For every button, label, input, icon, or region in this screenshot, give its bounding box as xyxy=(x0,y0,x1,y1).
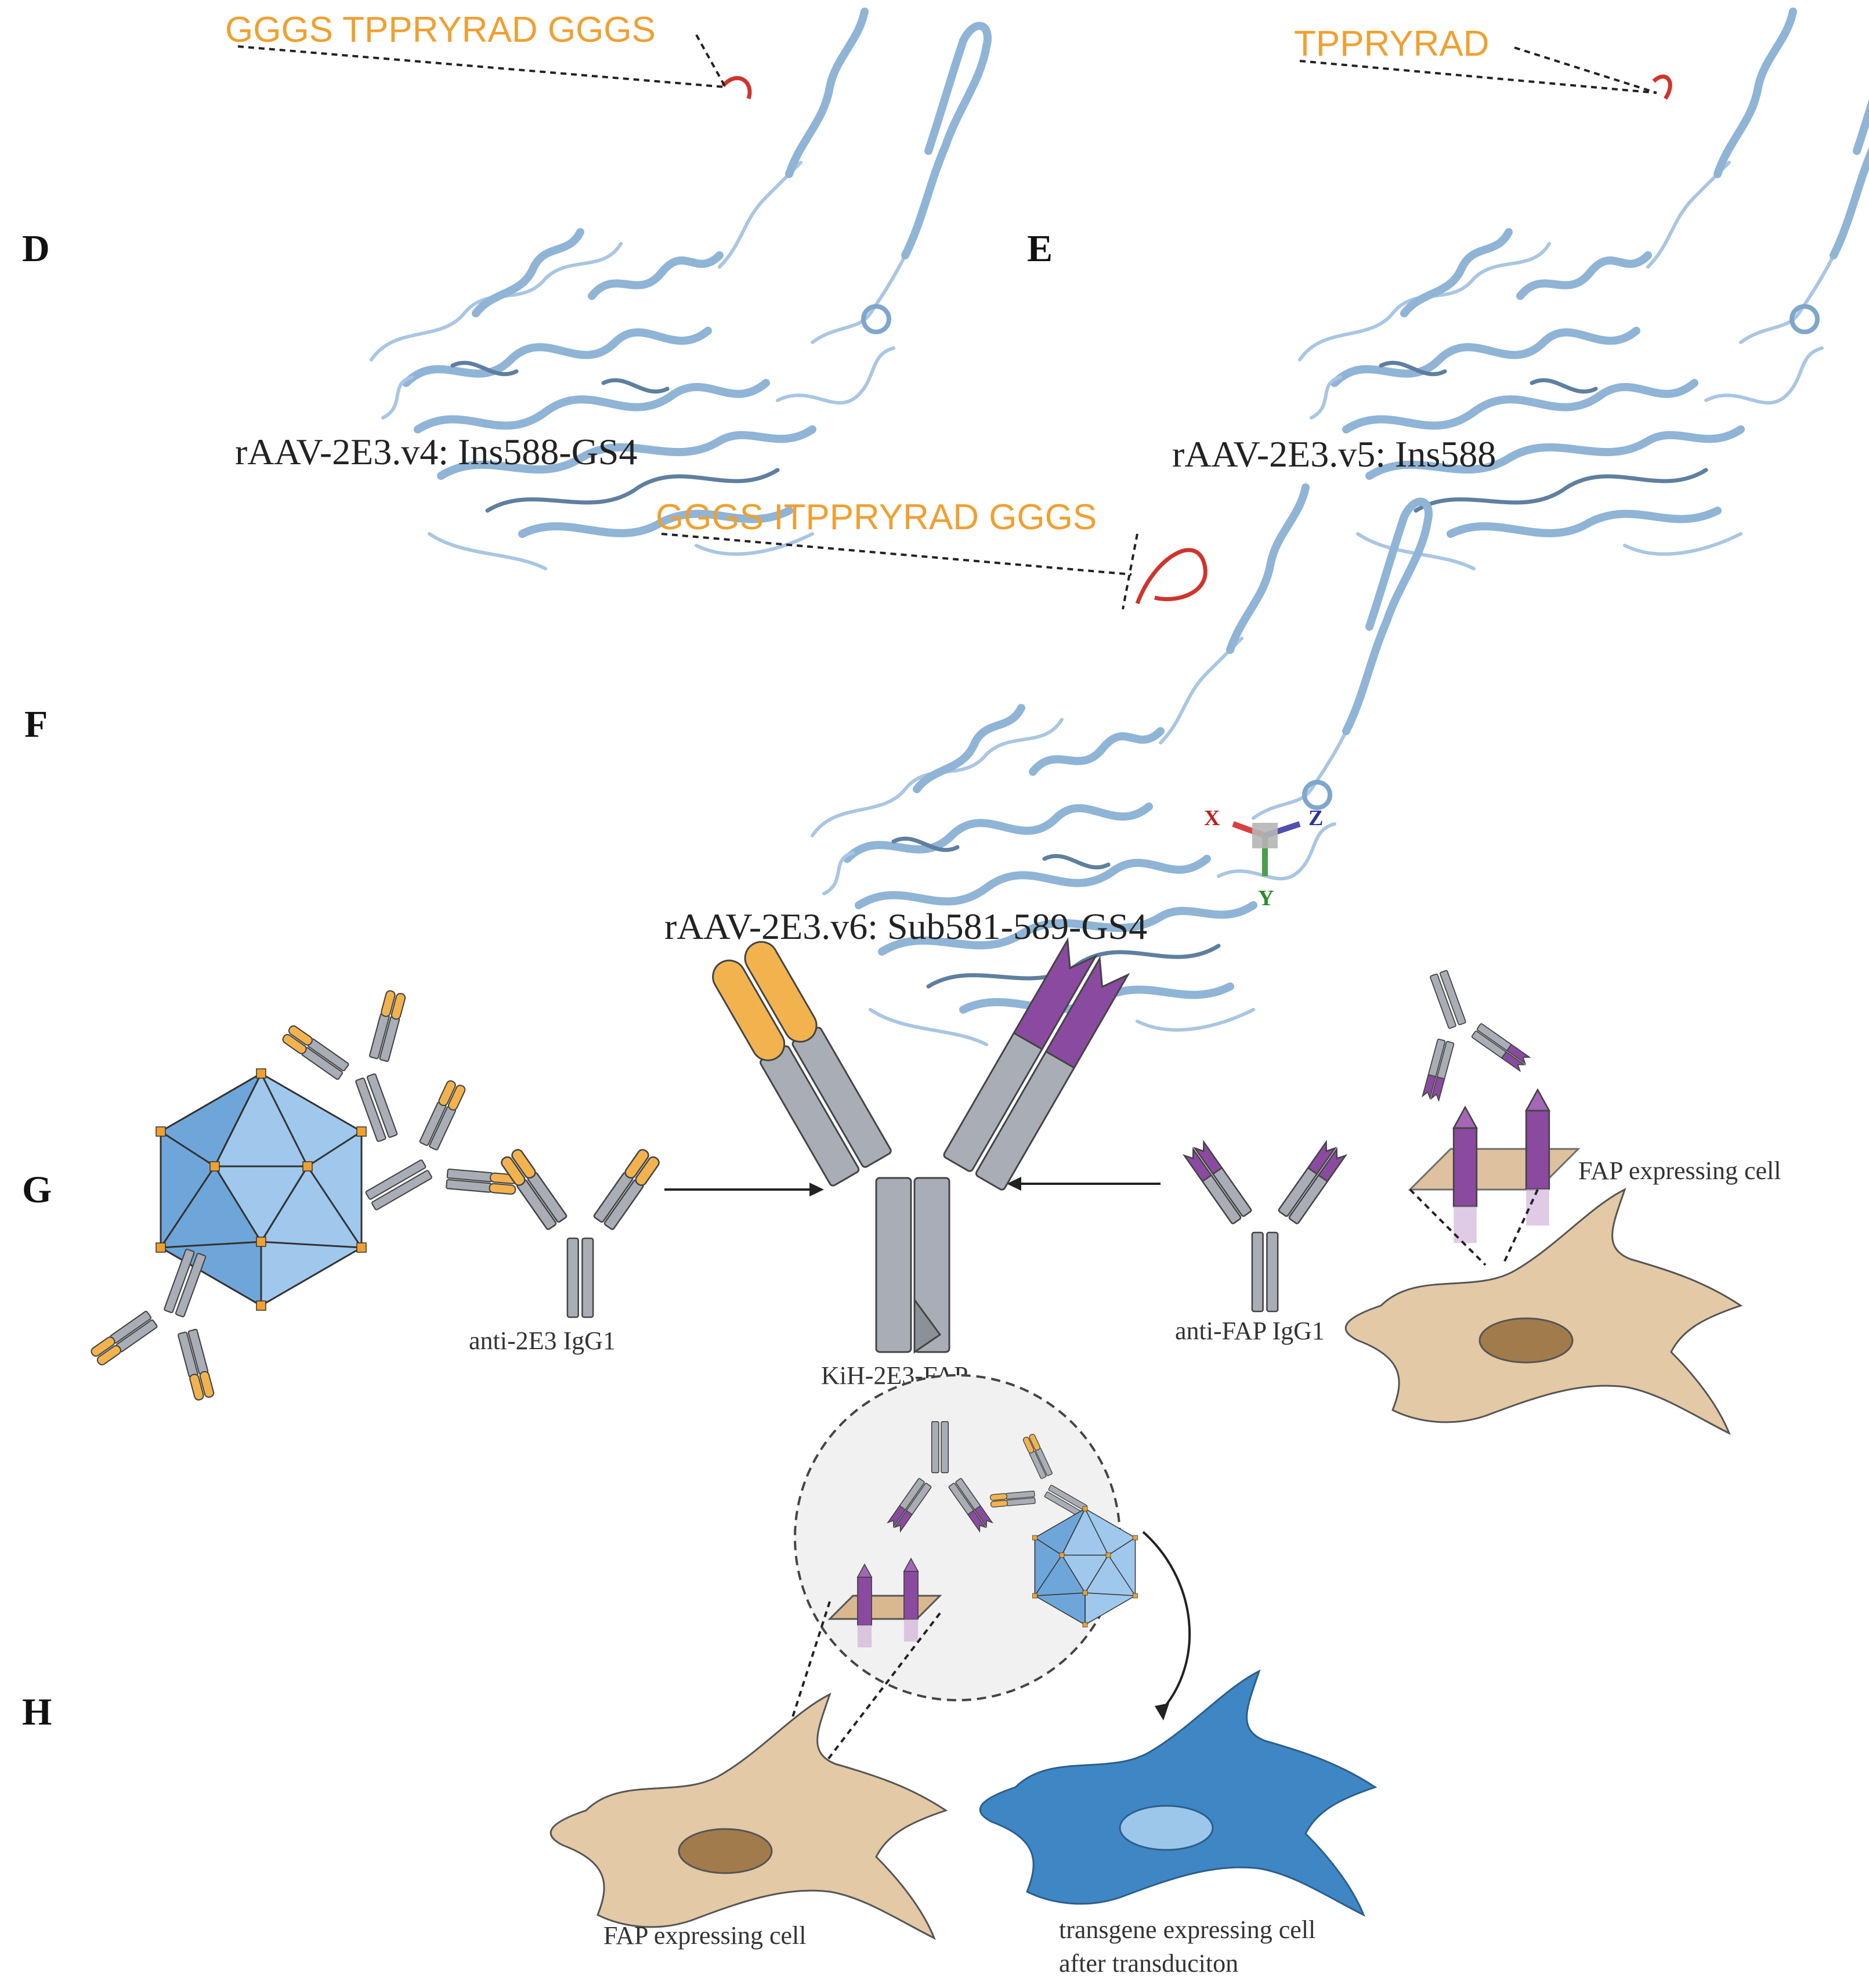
arrow-head xyxy=(809,1183,824,1197)
construct-caption: rAAV-2E3.v6: Sub581-589-GS4 xyxy=(664,906,1147,947)
insert-loop xyxy=(1135,548,1208,605)
leader-line xyxy=(1122,533,1138,610)
zoom-line xyxy=(805,1612,941,1788)
fap-receptor-icon xyxy=(903,1558,919,1642)
fap-receptor-icon xyxy=(1525,1089,1550,1227)
insert-loop xyxy=(721,76,752,100)
axis-y-label: Y xyxy=(1258,886,1274,910)
construct-caption: rAAV-2E3.v4: Ins588-GS4 xyxy=(235,431,637,472)
leader-line xyxy=(1514,46,1657,94)
bispecific-antibody-icon xyxy=(712,937,1130,1354)
panel-letter-f: F xyxy=(24,703,48,746)
zoom-line xyxy=(1409,1188,1487,1266)
fap-receptor-icon xyxy=(1452,1106,1478,1244)
anti-2e3-label: anti-2E3 IgG1 xyxy=(469,1326,616,1355)
protein-ribbon-icon xyxy=(371,12,988,569)
leader-line xyxy=(695,34,726,88)
fap-cell-label: FAP expressing cell xyxy=(603,1921,807,1950)
cell-icon xyxy=(1344,1188,1742,1434)
fap-receptor-icon xyxy=(857,1564,872,1648)
igg-antibody-icon xyxy=(498,1147,662,1318)
transgene-cell-label-line1: transgene expressing cell xyxy=(1059,1915,1315,1944)
insert-sequence: TPPRYRAD xyxy=(1294,24,1490,64)
zoom-line xyxy=(776,1601,831,1765)
anti-fap-label: anti-FAP IgG1 xyxy=(1175,1317,1325,1345)
panel-letter-d: D xyxy=(22,227,50,270)
panel-h: H FAP expressing cell transgene expressi… xyxy=(22,1374,1376,1978)
panel-d: D GGGS TPPRYRAD GGGS rAAV-2E3.v4: Ins588… xyxy=(22,10,988,569)
panel-letter-g: G xyxy=(22,1169,52,1211)
panel-g: G anti-2E3 IgG1 xyxy=(22,937,1781,1434)
cell-icon xyxy=(979,1670,1376,1916)
panel-letter-h: H xyxy=(22,1691,52,1733)
axis-x-label: X xyxy=(1204,806,1220,830)
igg-antibody-icon xyxy=(1384,953,1534,1106)
insert-loop xyxy=(1652,74,1672,100)
axis-z-label: Z xyxy=(1308,806,1323,830)
construct-caption: rAAV-2E3.v5: Ins588 xyxy=(1172,433,1496,475)
arrow-head xyxy=(1155,1703,1169,1720)
cell-icon xyxy=(550,1693,947,1939)
igg-antibody-icon xyxy=(1183,1141,1347,1313)
protein-ribbon-icon xyxy=(812,487,1429,1044)
fap-membrane-patch xyxy=(1384,953,1581,1244)
aav-capsid-icon xyxy=(155,1068,367,1311)
zoom-content xyxy=(827,1421,1138,1648)
insert-sequence: GGGS TPPRYRAD GGGS xyxy=(225,10,656,50)
protein-ribbon-icon xyxy=(1300,12,1869,569)
insert-sequence: GGGS ITPPRYRAD GGGS xyxy=(656,497,1097,537)
transduction-arrow xyxy=(1142,1531,1191,1713)
panel-e: E TPPRYRAD rAAV-2E3.v5: Ins588 xyxy=(1027,12,1869,569)
fap-cell-label: FAP expressing cell xyxy=(1578,1156,1781,1185)
leader-line xyxy=(237,45,726,88)
leader-line xyxy=(661,533,1132,576)
transgene-cell-label-line2: after transduciton xyxy=(1059,1949,1238,1978)
axis-triad-icon: X Z Y xyxy=(1204,806,1323,910)
arrow-head xyxy=(1007,1177,1021,1191)
panel-letter-e: E xyxy=(1027,227,1053,270)
zoom-line xyxy=(1502,1189,1539,1266)
leader-line xyxy=(1299,60,1657,94)
